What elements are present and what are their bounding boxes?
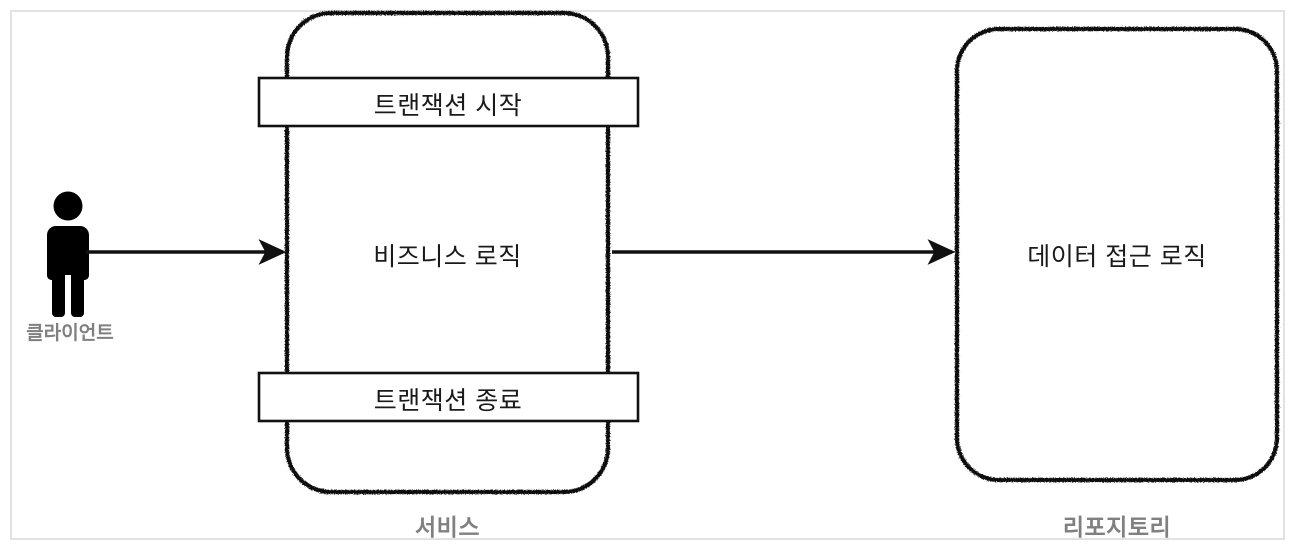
service-caption: 서비스 [415,514,480,540]
transaction-end-label: 트랜잭션 종료 [373,387,523,415]
client-actor-caption: 클라이언트 [26,323,114,344]
business-logic-label: 비즈니스 로직 [373,243,522,271]
repository-caption: 리포지토리 [1062,514,1172,540]
page-frame [10,10,1285,540]
transaction-start-bar[interactable] [257,76,640,128]
data-access-logic-label: 데이터 접근 로직 [1027,243,1207,271]
repository-box-outline[interactable] [954,26,1280,483]
transaction-end-bar[interactable] [257,371,640,423]
person-icon [47,191,89,317]
transaction-start-label: 트랜잭션 시작 [373,92,523,120]
